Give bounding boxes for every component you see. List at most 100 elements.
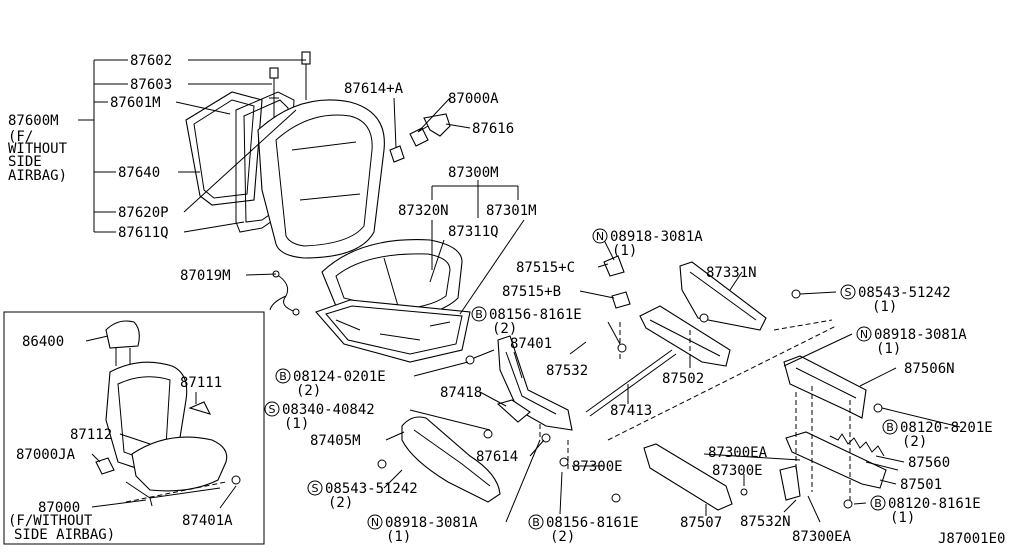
label-87000JA: 87000JA	[16, 447, 76, 463]
label-08120-top: 08120-8201E	[900, 420, 993, 436]
label-08120-bot-qty: (1)	[890, 510, 915, 526]
inset-complete-seat	[3, 311, 265, 545]
label-08918-mid: 08918-3081A	[874, 327, 967, 343]
label-87502: 87502	[662, 371, 704, 387]
prefix-s-top	[840, 284, 856, 300]
label-87401A: 87401A	[182, 513, 233, 529]
label-08340: 08340-40842	[282, 402, 375, 418]
label-87506N: 87506N	[904, 361, 955, 377]
label-87611Q: 87611Q	[118, 225, 169, 241]
svg-text:S: S	[312, 482, 319, 495]
prefix-b-08120-bot	[870, 495, 886, 511]
svg-text:B: B	[886, 421, 894, 434]
label-08918-bot-qty: (1)	[386, 529, 411, 545]
label-08918-mid-qty: (1)	[876, 341, 901, 357]
label-08543-bot: 08543-51242	[325, 481, 418, 497]
label-87300E-left: 87300E	[572, 459, 623, 475]
label-87300E-right: 87300E	[712, 463, 763, 479]
part-labels: 87602 87603 87601M 87600M (F/ WITHOUT SI…	[8, 53, 1005, 547]
label-87405M: 87405M	[310, 433, 361, 449]
svg-text:N: N	[860, 328, 868, 341]
label-08156-top-qty: (2)	[492, 321, 517, 337]
label-08120-bot: 08120-8161E	[888, 496, 981, 512]
label-87532N: 87532N	[740, 514, 791, 530]
svg-text:B: B	[475, 308, 483, 321]
seat-rail-assembly	[539, 255, 899, 511]
label-87311Q: 87311Q	[448, 224, 499, 240]
label-08120-top-qty: (2)	[902, 434, 927, 450]
label-08124: 08124-0201E	[293, 369, 386, 385]
label-87532: 87532	[546, 363, 588, 379]
label-87301M: 87301M	[486, 203, 537, 219]
prefix-n-mid	[856, 326, 872, 342]
label-87620P: 87620P	[118, 205, 169, 221]
label-87600M-note-2: WITHOUT	[8, 141, 68, 157]
prefix-b-08156-bot	[528, 514, 544, 530]
label-87507: 87507	[680, 515, 722, 531]
svg-text:B: B	[874, 497, 882, 510]
seat-cushion-assembly	[269, 239, 471, 363]
diagram-code: J87001E0	[938, 531, 1005, 547]
svg-text:S: S	[269, 403, 276, 416]
prefix-s-08340	[264, 401, 280, 417]
label-87000-note-1: (F/WITHOUT	[8, 513, 93, 529]
label-87331N: 87331N	[706, 265, 757, 281]
label-87614: 87614	[476, 449, 518, 465]
label-08918-top-qty: (1)	[612, 243, 637, 259]
label-87602: 87602	[130, 53, 172, 69]
label-87616: 87616	[472, 121, 514, 137]
label-87614A: 87614+A	[344, 81, 404, 97]
seat-back-assembly	[185, 51, 451, 259]
label-08156-bot-qty: (2)	[550, 529, 575, 545]
label-87515C: 87515+C	[516, 260, 575, 276]
label-08543-top: 08543-51242	[858, 285, 951, 301]
label-87000A: 87000A	[448, 91, 499, 107]
label-08124-qty: (2)	[296, 383, 321, 399]
prefix-b-08124	[275, 368, 291, 384]
label-87413: 87413	[610, 403, 652, 419]
label-86400: 86400	[22, 334, 64, 350]
label-87600M-note-4: AIRBAG)	[8, 168, 67, 184]
label-08918-top: 08918-3081A	[610, 229, 703, 245]
label-87112: 87112	[70, 427, 112, 443]
label-87515B: 87515+B	[502, 284, 561, 300]
label-87600M-note-1: (F/	[8, 129, 33, 145]
label-87501: 87501	[900, 477, 942, 493]
label-87000: 87000	[38, 500, 80, 516]
prefix-circles: N S B N B S B S B N B	[264, 228, 898, 530]
label-87300M: 87300M	[448, 165, 499, 181]
svg-text:B: B	[279, 370, 287, 383]
label-87560: 87560	[908, 455, 950, 471]
label-87300EA-bot: 87300EA	[792, 529, 852, 545]
svg-text:N: N	[371, 516, 379, 529]
label-87019M: 87019M	[180, 268, 231, 284]
label-08340-qty: (1)	[284, 416, 309, 432]
label-08543-top-qty: (1)	[872, 299, 897, 315]
label-87320N: 87320N	[398, 203, 449, 219]
label-08156-bot: 08156-8161E	[546, 515, 639, 531]
svg-text:B: B	[532, 516, 540, 529]
prefix-s-bot	[307, 480, 323, 496]
svg-text:N: N	[596, 230, 604, 243]
label-87300EA-top: 87300EA	[708, 445, 768, 461]
leader-lines	[78, 59, 961, 523]
label-87603: 87603	[130, 77, 172, 93]
label-87600M-note-3: SIDE	[8, 154, 42, 170]
label-87640: 87640	[118, 165, 160, 181]
label-87418: 87418	[440, 385, 482, 401]
svg-text:S: S	[845, 286, 852, 299]
prefix-n-bot	[367, 514, 383, 530]
label-87401: 87401	[510, 336, 552, 352]
label-87600M: 87600M	[8, 113, 59, 129]
label-87111: 87111	[180, 375, 222, 391]
label-08156-top: 08156-8161E	[489, 307, 582, 323]
prefix-n-top	[592, 228, 608, 244]
prefix-b-top	[471, 306, 487, 322]
label-87601M: 87601M	[110, 95, 161, 111]
label-87000-note-2: SIDE AIRBAG)	[14, 527, 115, 543]
prefix-b-08120-top	[882, 419, 898, 435]
label-08918-bot: 08918-3081A	[385, 515, 478, 531]
label-08543-bot-qty: (2)	[328, 495, 353, 511]
